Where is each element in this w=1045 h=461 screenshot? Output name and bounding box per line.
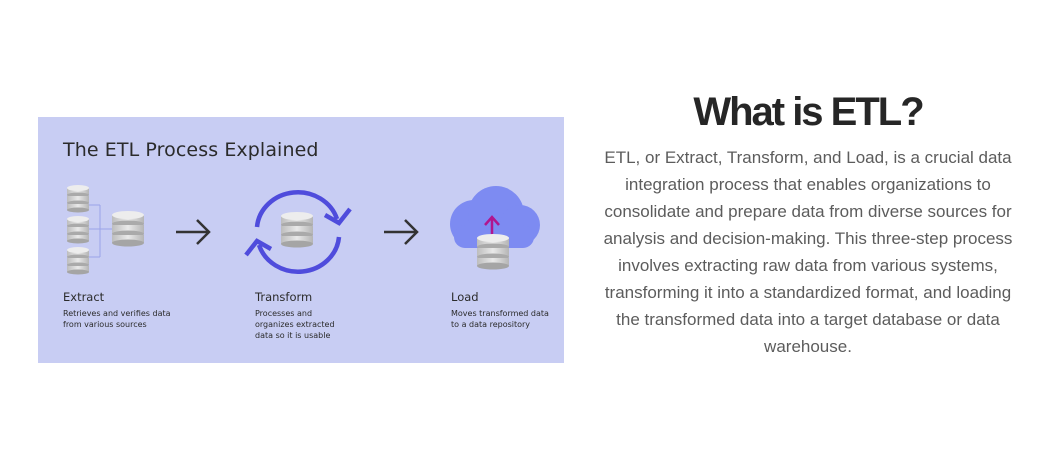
step-title-transform: Transform bbox=[255, 290, 313, 304]
step-description-extract: Retrieves and verifies data from various… bbox=[63, 309, 171, 329]
article-heading: What is ETL? bbox=[693, 90, 924, 134]
arrow-right-icon bbox=[176, 219, 211, 245]
step-title-extract: Extract bbox=[63, 290, 105, 304]
article-section: What is ETL? ETL, or Extract, Transform,… bbox=[598, 86, 1018, 360]
article-body: ETL, or Extract, Transform, and Load, is… bbox=[603, 148, 1013, 356]
step-description-load: Moves transformed data to a data reposit… bbox=[451, 309, 549, 329]
arrow-right-icon bbox=[384, 219, 419, 245]
etl-diagram-figure: The ETL Process Explained bbox=[38, 117, 564, 363]
database-cluster-icon bbox=[67, 185, 144, 275]
etl-diagram bbox=[67, 185, 540, 275]
cloud-upload-icon bbox=[450, 186, 540, 270]
refresh-cycle-icon bbox=[244, 190, 352, 274]
step-description-transform: Processes and organizes extracted data s… bbox=[255, 309, 335, 340]
step-title-load: Load bbox=[451, 290, 479, 304]
figure-title: The ETL Process Explained bbox=[63, 139, 319, 161]
